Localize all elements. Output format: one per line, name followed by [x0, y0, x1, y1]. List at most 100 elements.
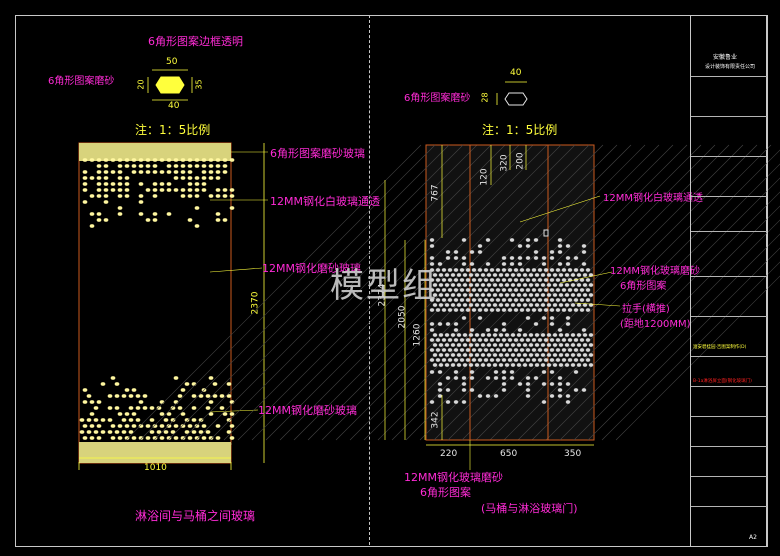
hex-mark: [194, 188, 200, 192]
hex-mark: [498, 343, 504, 347]
hex-mark: [565, 394, 571, 398]
hex-mark: [510, 343, 516, 347]
hex-mark: [201, 176, 207, 180]
hex-mark: [561, 298, 567, 302]
hex-mark: [573, 288, 579, 292]
hex-mark: [208, 376, 214, 380]
hex-mark: [103, 158, 109, 162]
hex-mark: [549, 288, 555, 292]
hex-mark: [588, 353, 594, 357]
hex-mark: [180, 388, 186, 392]
hex-mark: [131, 424, 137, 428]
hex-mark: [522, 343, 528, 347]
hex-mark: [549, 250, 555, 254]
hex-mark: [166, 436, 172, 440]
hex-mark: [513, 348, 519, 352]
hex-mark: [465, 268, 471, 272]
hex-mark: [96, 158, 102, 162]
watermark: 模型组: [330, 266, 438, 306]
hex-mark: [507, 348, 513, 352]
hex-mark: [447, 338, 453, 342]
hex-mark: [462, 353, 468, 357]
hex-mark: [579, 278, 585, 282]
hex-mark: [565, 400, 571, 404]
hex-mark: [149, 406, 155, 410]
hex-mark: [501, 308, 507, 312]
hex-mark: [570, 293, 576, 297]
hex-mark: [438, 353, 444, 357]
hex-mark: [525, 268, 531, 272]
hex-mark: [456, 293, 462, 297]
hex-mark: [465, 348, 471, 352]
hex-mark: [483, 308, 489, 312]
hex-mark: [549, 322, 555, 326]
hex-mark: [468, 333, 474, 337]
hex-mark: [445, 400, 451, 404]
hex-mark: [570, 363, 576, 367]
hex-mark: [79, 418, 85, 422]
hex-mark: [489, 338, 495, 342]
hex-mark: [477, 358, 483, 362]
hex-mark: [557, 244, 563, 248]
hex-mark: [117, 170, 123, 174]
hex-mark: [450, 333, 456, 337]
hex-mark: [564, 343, 570, 347]
hex-mark: [187, 164, 193, 168]
hex-mark: [525, 308, 531, 312]
hex-mark: [552, 333, 558, 337]
hex-mark: [525, 238, 531, 242]
hex-mark: [96, 424, 102, 428]
hex-mark: [516, 343, 522, 347]
hex-mark: [480, 303, 486, 307]
hex-mark: [561, 288, 567, 292]
hex-mark: [540, 303, 546, 307]
hex-mark: [461, 388, 467, 392]
hex-mark: [152, 182, 158, 186]
hex-mark: [96, 400, 102, 404]
hex-mark: [191, 394, 197, 398]
hex-mark: [493, 328, 499, 332]
hex-mark: [461, 238, 467, 242]
hex-mark: [513, 278, 519, 282]
hex-mark: [552, 283, 558, 287]
hex-mark: [429, 238, 435, 242]
hex-mark: [582, 343, 588, 347]
hex-mark: [194, 436, 200, 440]
hex-mark: [191, 406, 197, 410]
hex-mark: [501, 298, 507, 302]
hex-mark: [138, 436, 144, 440]
hex-mark: [543, 298, 549, 302]
hex-mark: [501, 322, 507, 326]
hex-mark: [471, 358, 477, 362]
hex-mark: [173, 170, 179, 174]
hex-mark: [492, 363, 498, 367]
hex-mark: [459, 268, 465, 272]
hex-mark: [429, 262, 435, 266]
hex-mark: [124, 164, 130, 168]
hex-mark: [517, 244, 523, 248]
hex-mark: [107, 430, 113, 434]
hex-mark: [152, 212, 158, 216]
hex-mark: [516, 273, 522, 277]
hex-mark: [187, 158, 193, 162]
hex-mark: [435, 338, 441, 342]
hex-mark: [124, 412, 130, 416]
hex-mark: [159, 182, 165, 186]
hex-mark: [444, 343, 450, 347]
hex-mark: [159, 158, 165, 162]
hex-mark: [445, 388, 451, 392]
hex-mark: [517, 328, 523, 332]
right-dim-1260: 1260: [412, 323, 423, 347]
hex-mark: [573, 298, 579, 302]
hex-mark: [564, 303, 570, 307]
hex-mark: [117, 182, 123, 186]
hex-mark: [459, 348, 465, 352]
hex-mark: [82, 436, 88, 440]
hex-mark: [110, 158, 116, 162]
hex-mark: [198, 418, 204, 422]
hex-mark: [471, 268, 477, 272]
hex-mark: [177, 406, 183, 410]
right-dim-2050: 2050: [397, 305, 408, 329]
hex-mark: [131, 388, 137, 392]
hex-mark: [180, 194, 186, 198]
